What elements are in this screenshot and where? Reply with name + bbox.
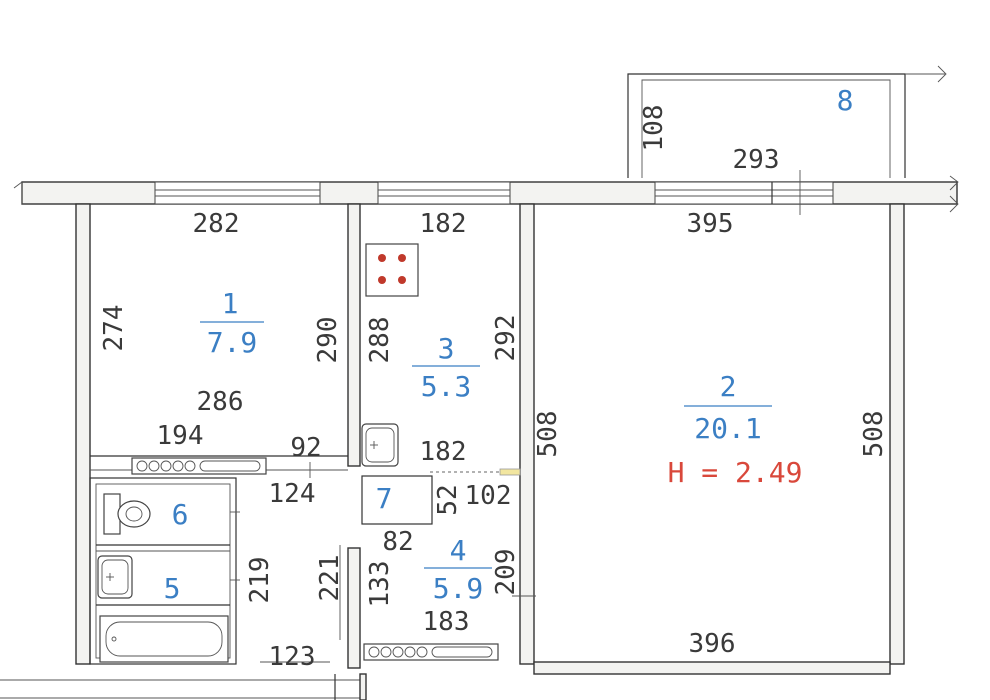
radiator-icon: [363, 643, 499, 661]
dimension-108: 108: [639, 105, 669, 152]
right-exterior-wall: [889, 203, 905, 665]
room-4-area: 5.9: [433, 572, 484, 605]
dimension-194: 194: [157, 421, 204, 451]
dimension-92: 92: [290, 433, 321, 463]
balcony-outline: [627, 65, 947, 178]
dimension-209: 209: [491, 549, 521, 596]
dimension-508-left: 508: [533, 411, 563, 458]
partition-hall-lower: [347, 547, 361, 669]
dimension-219: 219: [245, 557, 275, 604]
dimension-183: 183: [423, 607, 470, 637]
dimension-124: 124: [269, 479, 316, 509]
toilet-icon: [103, 493, 151, 535]
dimension-282: 282: [193, 209, 240, 239]
room-1-number: 1: [222, 287, 239, 320]
partition-room1-room3: [347, 203, 361, 467]
bottom-wall: [0, 661, 891, 700]
dimension-508-right: 508: [859, 411, 889, 458]
dimension-396: 396: [689, 629, 736, 659]
window-room-1: [154, 181, 321, 205]
dimension-274: 274: [99, 305, 129, 352]
dimension-ticks: [260, 462, 536, 663]
room-1-area: 7.9: [207, 326, 258, 359]
dimension-293: 293: [733, 145, 780, 175]
ceiling-height: H = 2.49: [668, 456, 803, 489]
room-2-area: 20.1: [694, 412, 761, 445]
dimension-123: 123: [269, 642, 316, 672]
window-room-3: [377, 181, 511, 205]
left-exterior-wall: [75, 203, 91, 665]
dimension-182-mid: 182: [420, 437, 467, 467]
dimension-292: 292: [491, 315, 521, 362]
room-8-number: 8: [837, 84, 854, 117]
dimension-286: 286: [197, 387, 244, 417]
dimension-182-top: 182: [420, 209, 467, 239]
dimension-82: 82: [382, 527, 413, 557]
room-3-number: 3: [438, 332, 455, 365]
room-3-area: 5.3: [421, 370, 472, 403]
sink-icon: [361, 423, 399, 467]
dimension-102: 102: [465, 481, 512, 511]
room-6-number: 6: [172, 498, 189, 531]
wet-block-walls: [89, 477, 240, 665]
sink-icon: [97, 555, 133, 599]
room-4-number: 4: [450, 534, 467, 567]
room-7-number: 7: [376, 482, 393, 515]
room-5-number: 5: [164, 572, 181, 605]
dimension-221: 221: [315, 555, 345, 602]
stove-icon: [365, 243, 419, 297]
radiator-icon: [131, 457, 267, 475]
bathtub-icon: [99, 615, 229, 663]
partition-room3-room2: [519, 203, 535, 665]
pantry-box: [361, 468, 521, 525]
dimension-290: 290: [313, 317, 343, 364]
dimension-395: 395: [687, 209, 734, 239]
room-2-number: 2: [720, 370, 737, 403]
balcony-door-window: [654, 170, 834, 215]
dimension-133: 133: [365, 561, 395, 608]
dimension-288: 288: [365, 317, 395, 364]
dimension-52: 52: [433, 484, 463, 515]
